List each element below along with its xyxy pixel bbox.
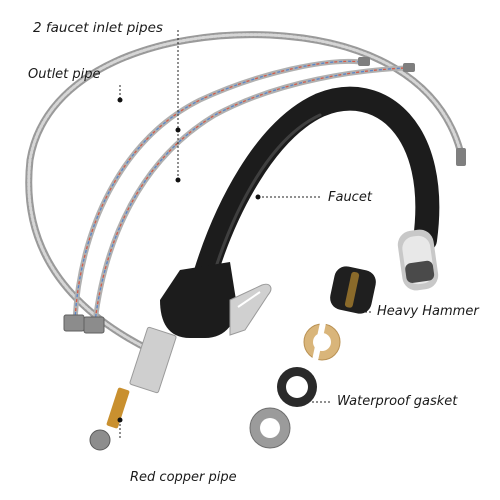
waterproof-gasket [277, 367, 317, 407]
silver-washer [249, 407, 291, 449]
faucet-handle [229, 283, 272, 336]
label-inlet-pipes: 2 faucet inlet pipes [33, 20, 163, 36]
inlet-fitting-top-2 [403, 63, 415, 72]
label-faucet: Faucet [328, 190, 372, 205]
gold-gasket [303, 319, 341, 364]
faucet-shank [129, 326, 177, 394]
label-waterproof-gasket: Waterproof gasket [337, 394, 458, 409]
outlet-pipe-fitting [456, 148, 466, 166]
faucet-body [160, 262, 237, 338]
callout-dots [117, 97, 261, 423]
sprayer-head [397, 229, 439, 291]
label-heavy-hammer: Heavy Hammer [377, 304, 479, 319]
heavy-hammer [330, 266, 376, 314]
inlet-fitting-top-1 [358, 57, 370, 66]
label-red-copper-pipe: Red copper pipe [130, 470, 237, 485]
label-outlet-pipe: Outlet pipe [28, 67, 101, 82]
inlet-nut-right [83, 316, 105, 334]
copper-nut [89, 429, 111, 451]
copper-fitting [106, 387, 130, 429]
inlet-nut-left [63, 314, 85, 332]
faucet-spout [193, 86, 440, 287]
